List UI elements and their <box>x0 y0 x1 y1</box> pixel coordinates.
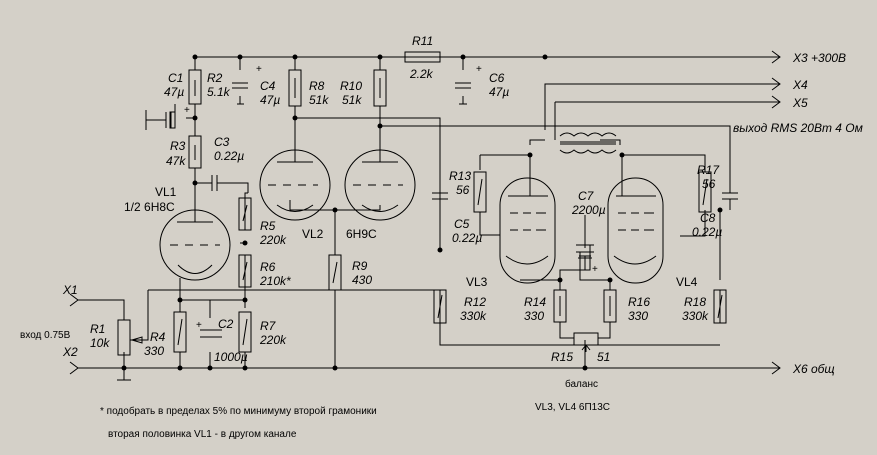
capacitor-group <box>165 82 738 338</box>
note-second-half: вторая половинка VL1 - в другом канале <box>108 429 297 440</box>
note-selection: * подобрать в пределах 5% по минимуму вт… <box>100 405 377 417</box>
val-r7: 220k <box>259 333 287 347</box>
ref-c8: C8 <box>700 211 716 225</box>
val-r4: 330 <box>144 344 164 358</box>
tube-vl2 <box>259 140 416 221</box>
label-balance: баланс <box>565 378 598 390</box>
terminal-labels: X3 +300В X4 X5 выход RMS 20Вт 4 Ом X6 об… <box>20 51 863 376</box>
label-vl34-type: VL3, VL4 6П13С <box>535 402 610 413</box>
val-r14: 330 <box>524 309 544 323</box>
label-vl2: VL2 <box>302 227 324 241</box>
resistor-r11 <box>404 51 441 63</box>
plus-c6: + <box>476 64 482 75</box>
val-r13: 56 <box>456 183 470 197</box>
polarity-marks: + + + + + <box>184 64 598 331</box>
ref-r2: R2 <box>207 71 223 85</box>
tube-vl4 <box>607 155 664 284</box>
resistor-group <box>117 69 727 356</box>
label-x5: X5 <box>792 96 808 110</box>
label-x2: X2 <box>62 345 78 359</box>
ref-r6: R6 <box>260 260 276 274</box>
ref-r1: R1 <box>90 322 105 336</box>
label-vl1-type: 1/2 6Н8С <box>124 200 175 214</box>
ref-r8: R8 <box>309 79 325 93</box>
ref-r9: R9 <box>352 259 368 273</box>
val-c7: 2200µ <box>571 203 606 217</box>
terminals <box>69 50 781 375</box>
plus-c7: + <box>592 264 598 275</box>
label-x1: X1 <box>62 283 78 297</box>
plus-c4: + <box>256 64 262 75</box>
label-x6: X6 общ <box>792 362 835 376</box>
plus-c1: + <box>184 105 190 116</box>
ref-r11: R11 <box>412 34 433 48</box>
component-labels: C1 47µ R2 5.1k C4 47µ R8 51k R10 51k R11… <box>90 34 722 364</box>
label-vl3: VL3 <box>466 275 488 289</box>
ref-c5: C5 <box>454 217 470 231</box>
val-r6: 210k* <box>259 274 291 288</box>
plus-c2: + <box>196 320 202 331</box>
val-r11: 2.2k <box>409 67 434 81</box>
ref-c3: C3 <box>214 135 230 149</box>
val-r12: 330k <box>460 309 487 323</box>
label-x3: X3 +300В <box>792 51 846 65</box>
ref-c4: C4 <box>260 79 276 93</box>
label-vl4: VL4 <box>676 275 698 289</box>
potentiometer-r1 <box>130 336 143 344</box>
ref-r15: R15 <box>551 350 573 364</box>
val-r3: 47k <box>166 154 186 168</box>
ref-c1: C1 <box>168 71 183 85</box>
tube-vl1 <box>159 209 231 281</box>
label-output: выход RMS 20Вт 4 Ом <box>733 121 863 135</box>
ref-r16: R16 <box>628 295 650 309</box>
val-c4: 47µ <box>260 93 280 107</box>
val-c8: 0.22µ <box>692 225 722 239</box>
ref-r18: R18 <box>684 295 706 309</box>
ref-r4: R4 <box>150 330 166 344</box>
notes: * подобрать в пределах 5% по минимуму вт… <box>100 405 377 440</box>
ref-r7: R7 <box>260 319 277 333</box>
ref-r13: R13 <box>449 169 471 183</box>
val-c6: 47µ <box>489 85 509 99</box>
ref-r17: R17 <box>697 163 720 177</box>
ref-r14: R14 <box>524 295 546 309</box>
val-r10: 51k <box>342 93 362 107</box>
val-r1: 10k <box>90 336 110 350</box>
junction-dots <box>121 54 723 371</box>
val-c3: 0.22µ <box>214 149 244 163</box>
val-r17: 56 <box>702 177 716 191</box>
val-c2: 1000µ <box>214 350 248 364</box>
ref-r3: R3 <box>170 139 186 153</box>
label-x4: X4 <box>792 78 808 92</box>
ref-c7: C7 <box>578 189 595 203</box>
ref-c6: C6 <box>489 71 505 85</box>
val-r15: 51 <box>597 350 610 364</box>
ref-r5: R5 <box>260 219 276 233</box>
tube-vl3 <box>499 168 556 284</box>
ref-r12: R12 <box>464 295 486 309</box>
val-r18: 330k <box>682 309 709 323</box>
ref-r10: R10 <box>340 79 362 93</box>
val-r2: 5.1k <box>207 85 231 99</box>
ref-c2: C2 <box>218 317 234 331</box>
resistor-r15 <box>573 332 599 352</box>
label-input: вход 0.75В <box>20 330 71 341</box>
val-r9: 430 <box>352 273 372 287</box>
label-vl1: VL1 <box>155 185 177 199</box>
tube-labels: VL1 1/2 6Н8С VL2 6Н9С VL3 VL4 баланс VL3… <box>124 185 698 413</box>
val-r16: 330 <box>628 309 648 323</box>
output-transformer <box>559 132 617 154</box>
val-r5: 220k <box>259 233 287 247</box>
val-c1: 47µ <box>164 85 184 99</box>
val-c5: 0.22µ <box>452 231 482 245</box>
resistor-strokes <box>177 56 723 346</box>
label-vl2-type: 6Н9С <box>346 227 377 241</box>
val-r8: 51k <box>309 93 329 107</box>
